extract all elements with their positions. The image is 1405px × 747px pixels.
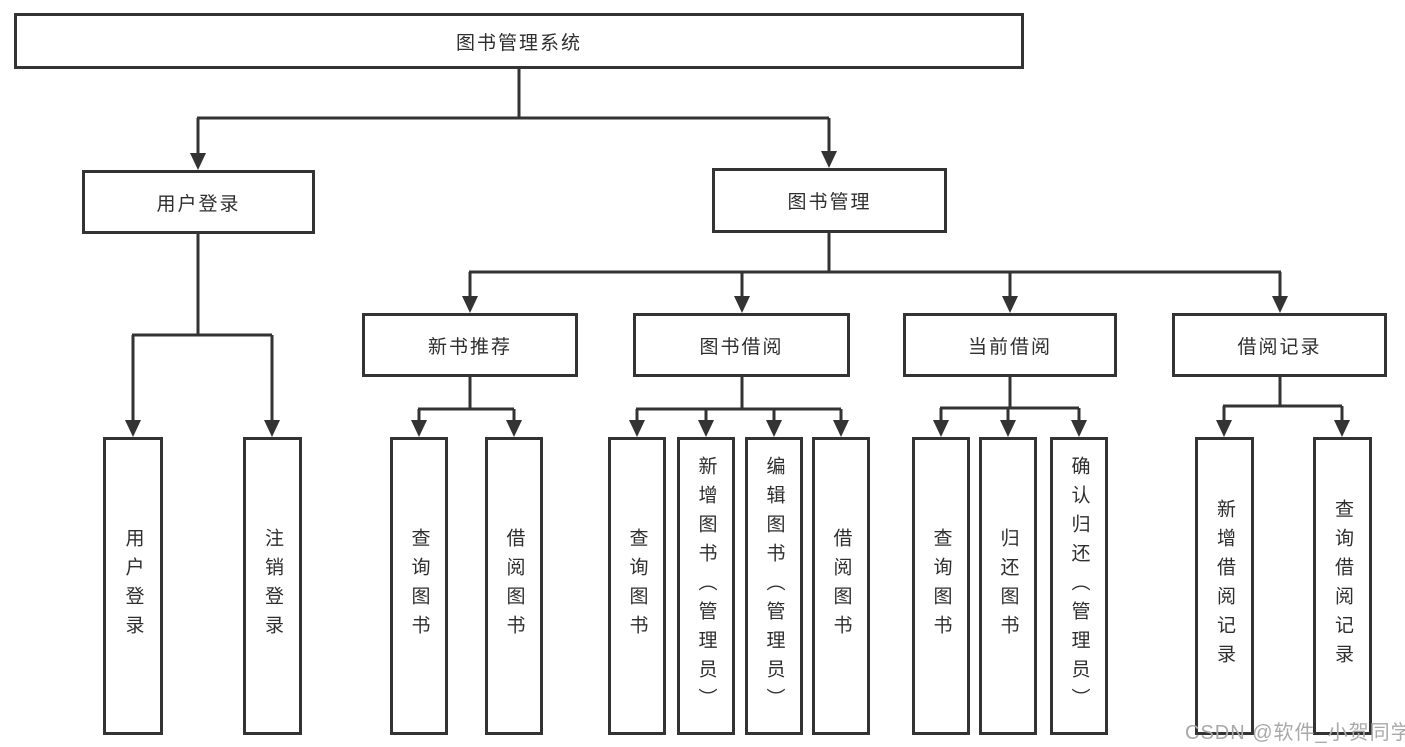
leaf-edit-books-admin: 编辑图书（管理员） (745, 437, 803, 735)
node-label: 图书管理系统 (455, 32, 582, 54)
node-label: 用户登录 (122, 528, 144, 644)
leaf-return-books: 归还图书 (979, 437, 1037, 735)
node-label: 查询图书 (626, 528, 648, 644)
leaf-query-books-current: 查询图书 (912, 437, 970, 735)
leaf-logout-login: 注销登录 (243, 437, 302, 735)
leaf-query-borrow-record: 查询借阅记录 (1313, 437, 1372, 735)
node-label: 借阅图书 (830, 528, 852, 644)
leaf-confirm-return-admin: 确认归还（管理员） (1050, 437, 1108, 735)
node-new-book-recommendation: 新书推荐 (362, 313, 578, 377)
leaf-query-books-borrowing: 查询图书 (608, 437, 666, 735)
leaf-add-books-admin: 新增图书（管理员） (677, 437, 735, 735)
node-label: 归还图书 (997, 528, 1019, 644)
node-label: 图书管理 (787, 192, 872, 213)
node-label: 确认归还（管理员） (1068, 455, 1090, 717)
node-label: 查询图书 (408, 528, 430, 644)
node-current-borrowing: 当前借阅 (903, 313, 1117, 377)
node-label: 当前借阅 (967, 336, 1052, 358)
node-label: 图书借阅 (699, 336, 784, 358)
node-book-borrowing: 图书借阅 (633, 313, 850, 377)
node-user-login: 用户登录 (82, 170, 315, 234)
node-label: 查询借阅记录 (1332, 499, 1353, 673)
leaf-add-borrow-record: 新增借阅记录 (1195, 437, 1254, 735)
tree-edges (125, 69, 1350, 437)
watermark-text: CSDN @软件_小贺同学 (1185, 722, 1405, 744)
node-label: 查询图书 (930, 528, 952, 644)
leaf-user-login: 用户登录 (103, 437, 163, 735)
node-label: 用户登录 (156, 193, 241, 215)
leaf-borrow-books-newrec: 借阅图书 (485, 437, 543, 735)
node-label: 编辑图书（管理员） (763, 455, 785, 717)
node-label: 借阅记录 (1237, 336, 1322, 358)
node-label: 新增借阅记录 (1214, 499, 1235, 673)
node-label: 新书推荐 (427, 336, 512, 358)
node-label: 注销登录 (262, 528, 283, 644)
leaf-borrow-books-borrowing: 借阅图书 (812, 437, 870, 735)
node-label: 借阅图书 (503, 528, 525, 644)
node-label: 新增图书（管理员） (695, 455, 717, 717)
node-borrowing-records: 借阅记录 (1172, 313, 1387, 377)
node-library-management-system: 图书管理系统 (14, 13, 1024, 69)
leaf-query-books-newrec: 查询图书 (390, 437, 448, 735)
node-book-management: 图书管理 (712, 168, 947, 233)
